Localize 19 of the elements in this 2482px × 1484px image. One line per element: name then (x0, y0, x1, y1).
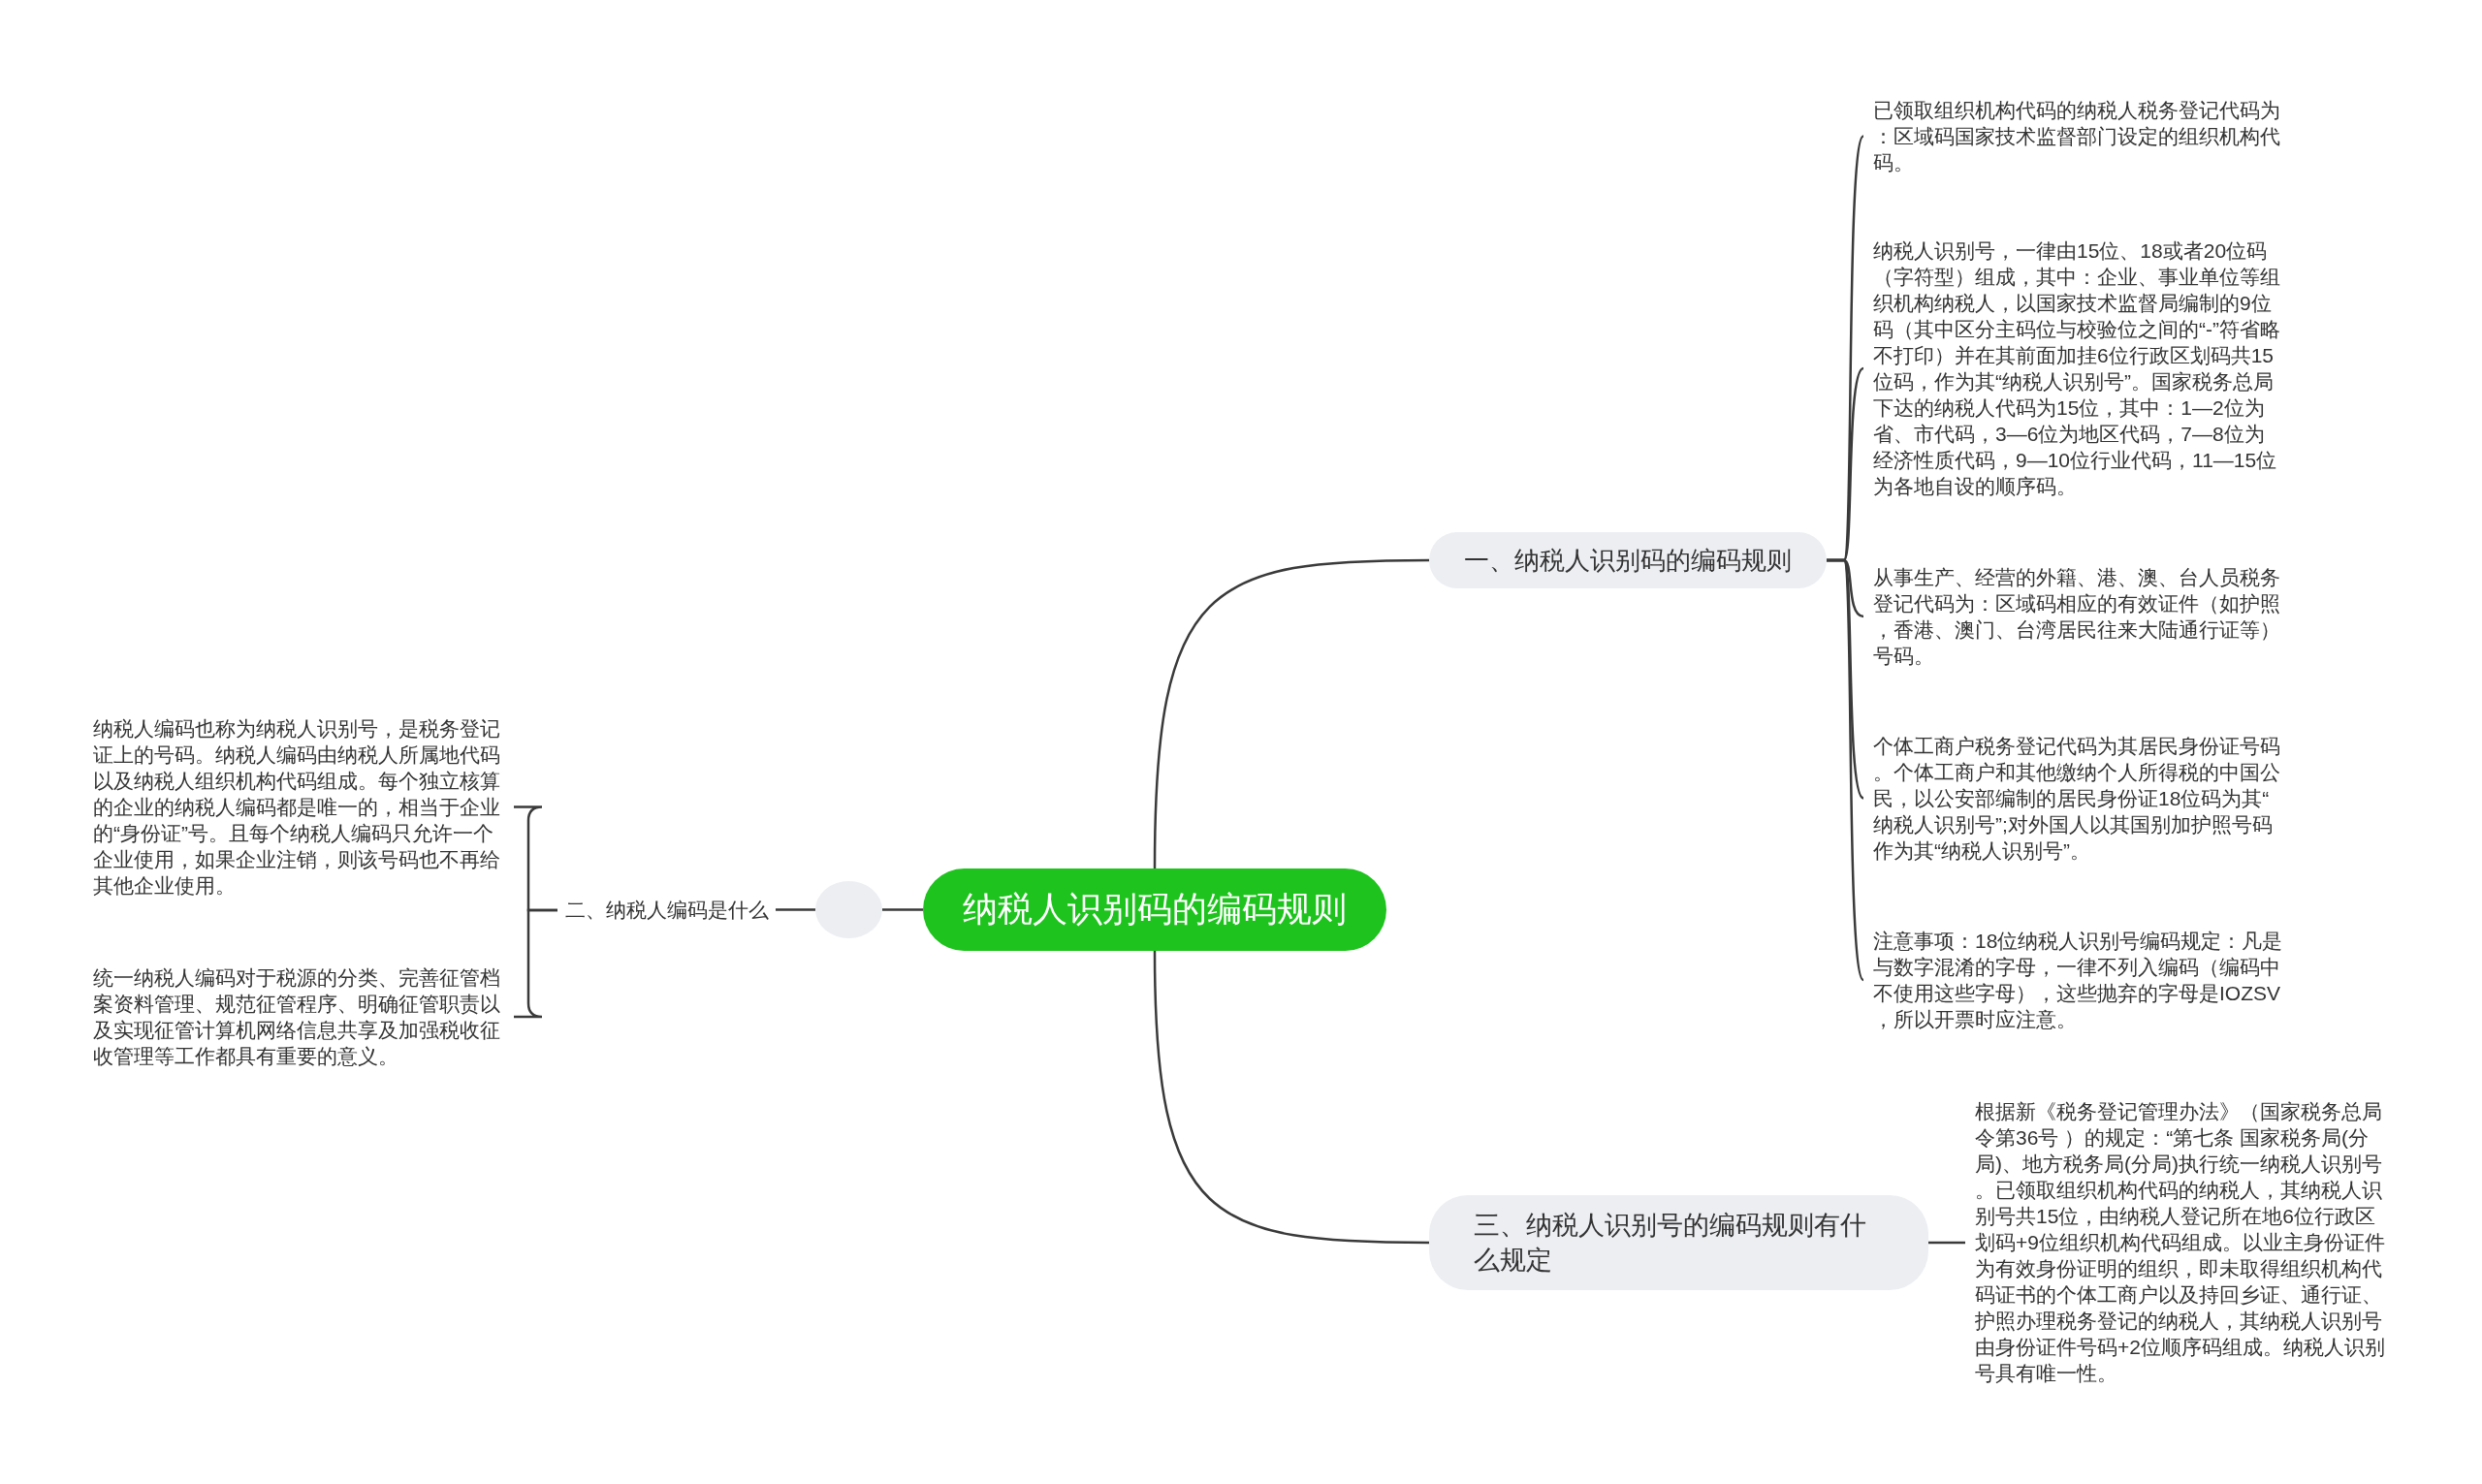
note-text: 个体工商户税务登记代码为其居民身份证号码。个体工商户和其他缴纳个人所得税的中国公民，以公安部编制的居民身份证18位码为其“纳税人识别号”;对外国人以其国别加护照号码作为其“纳税人识别号”。 (1863, 733, 2283, 864)
connector-line (776, 908, 815, 911)
note-text: 根据新《税务登记管理办法》（国家税务总局令第36号 ）的规定：“第七条 国家税务局(分局)、地方税务局(分局)执行统一纳税人识别号。已领取组织机构代码的纳税人，其纳税人识别号共15位，由纳税人登记所在地6位行政区划码+9位组织机构代码组成。以业主身份证件为有效身份证明的组织，即未取得组织机构代码证书的个体工商户以及持回乡证、通行证、护照办理税务登记的纳税人，其纳税人识别号由身份证件号码+2位顺序码组成。纳税人识别号具有唯一性。 (1965, 1098, 2385, 1386)
connector-line (882, 908, 923, 911)
note-text: 纳税人识别号，一律由15位、18或者20位码（字符型）组成，其中：企业、事业单位等组织机构纳税人，以国家技术监督局编制的9位码（其中区分主码位与校验位之间的“-”符省略不打印）并在其前面加挂6位行政区划码共15位码，作为其“纳税人识别号”。国家税务总局下达的纳税人代码为15位，其中：1—2位为省、市代码，3—6位为地区代码，7—8位为经济性质代码，9—10位行业代码，11—15位为各地自设的顺序码。 (1863, 237, 2283, 499)
branch-topic: 三、纳税人识别号的编码规则有什么规定 (1429, 1195, 1928, 1290)
connector-line (514, 908, 557, 1019)
note-text: 统一纳税人编码对于税源的分类、完善征管档案资料管理、规范征管程序、明确征管职责以及实现征管计算机网络信息共享及加强税收征收管理等工作都具有重要的意义。 (93, 964, 514, 1069)
branch-topic: 一、纳税人识别码的编码规则 (1429, 532, 1827, 588)
connector-line (1928, 1241, 1965, 1245)
connector-line (1153, 950, 1429, 1245)
note-text: 纳税人编码也称为纳税人识别号，是税务登记证上的号码。纳税人编码由纳税人所属地代码以及纳税人组织机构代码组成。每个独立核算的企业的纳税人编码都是唯一的，相当于企业的“身份证”号。且每个纳税人编码只允许一个企业使用，如果企业注销，则该号码也不再给其他企业使用。 (93, 715, 514, 899)
note-text: 注意事项：18位纳税人识别号编码规定：凡是与数字混淆的字母，一律不列入编码（编码中不使用这些字母），这些抛弃的字母是IOZSV，所以开票时应注意。 (1863, 928, 2283, 1032)
root-topic: 纳税人识别码的编码规则 (923, 868, 1386, 951)
connector-line (1153, 558, 1429, 869)
topic-text: 二、纳税人编码是什么 (557, 896, 776, 925)
note-text: 从事生产、经营的外籍、港、澳、台人员税务登记代码为：区域码相应的有效证件（如护照，香港、澳门、台湾居民往来大陆通行证等）号码。 (1863, 564, 2283, 669)
note-text: 已领取组织机构代码的纳税人税务登记代码为：区域码国家技术监督部门设定的组织机构代码。 (1863, 97, 2283, 175)
connector-line (1827, 558, 1865, 981)
